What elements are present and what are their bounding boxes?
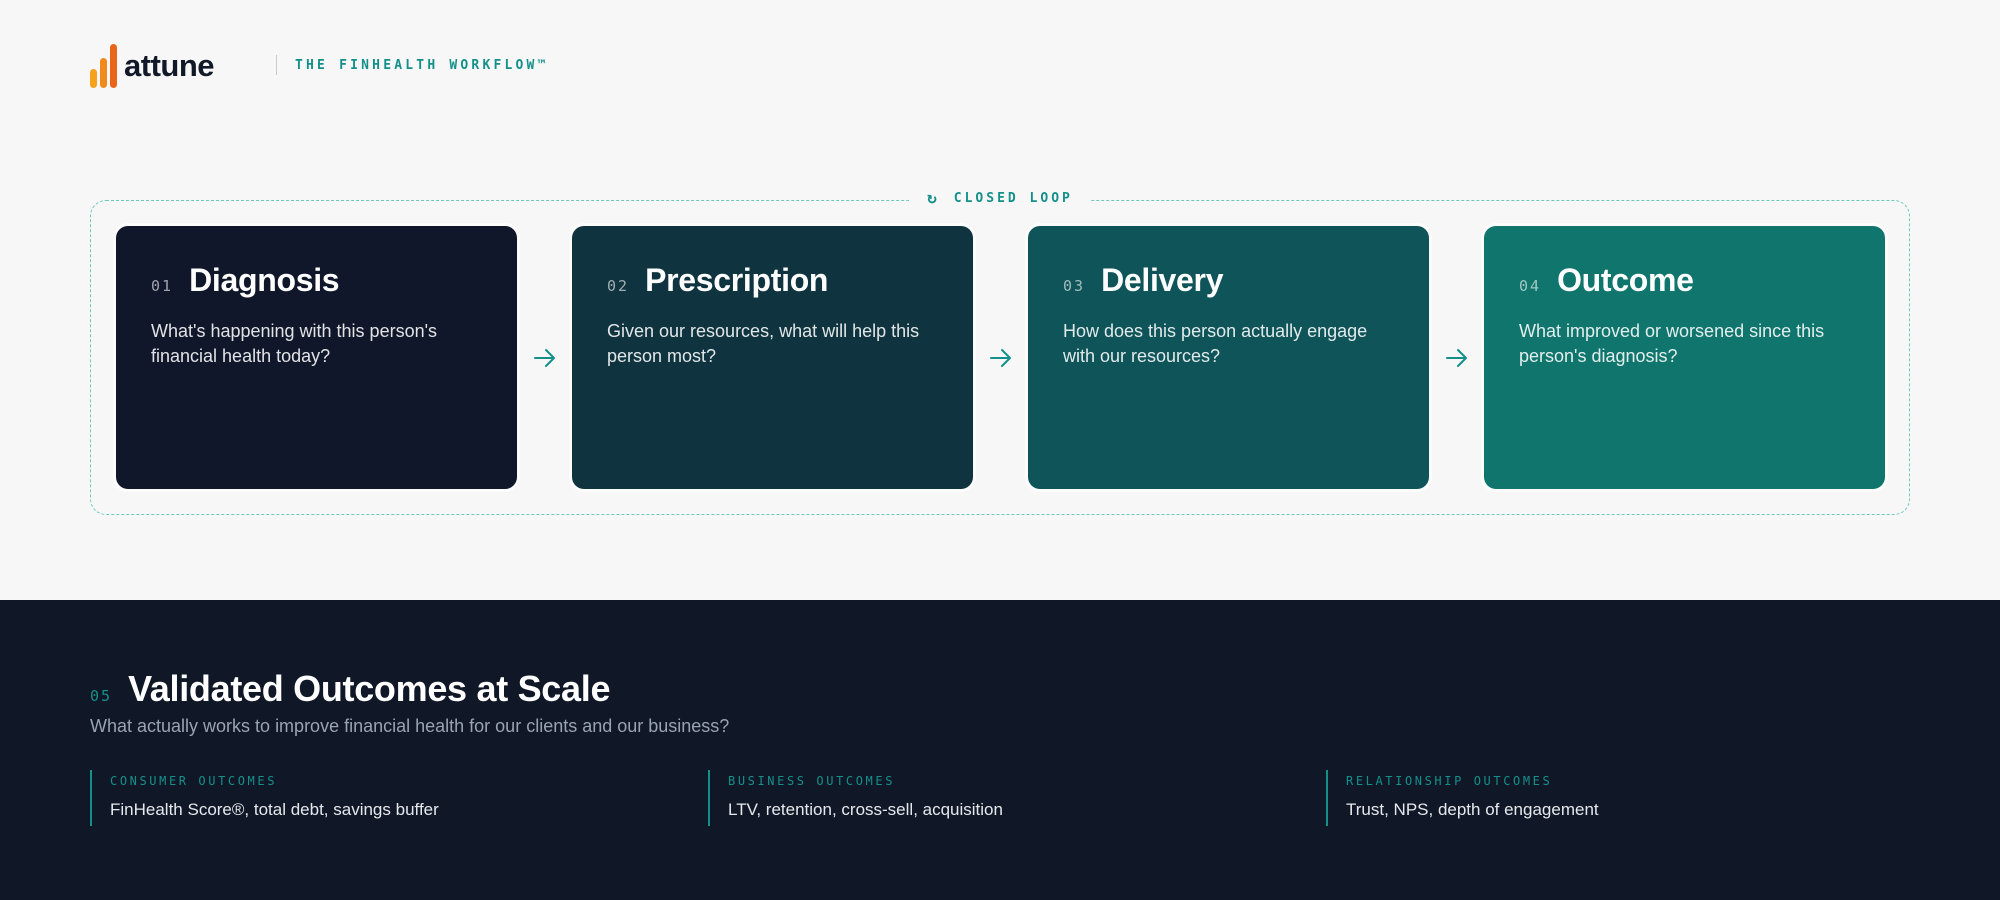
outcome-relationship: RELATIONSHIP OUTCOMES Trust, NPS, depth … (1326, 770, 1944, 826)
step-card-outcome[interactable]: 04 Outcome What improved or worsened sin… (1484, 226, 1885, 489)
arrow-right-icon (1429, 348, 1484, 368)
step-card-delivery[interactable]: 03 Delivery How does this person actuall… (1028, 226, 1429, 489)
section-subtitle: What actually works to improve financial… (90, 716, 730, 736)
outcome-consumer: CONSUMER OUTCOMES FinHealth Score®, tota… (90, 770, 708, 826)
outcome-label: RELATIONSHIP OUTCOMES (1346, 774, 1553, 788)
step-card-diagnosis[interactable]: 01 Diagnosis What's happening with this … (116, 226, 517, 489)
outcome-value: Trust, NPS, depth of engagement (1346, 800, 1599, 819)
arrow-right-icon (973, 348, 1028, 368)
closed-loop-frame: ↻ CLOSED LOOP 01 Diagnosis What's happen… (90, 190, 1910, 515)
section-number: 05 (90, 687, 113, 705)
arrow-right-icon (517, 348, 572, 368)
step-description: How does this person actually engage wit… (1063, 321, 1368, 366)
outcome-label: BUSINESS OUTCOMES (728, 774, 896, 788)
refresh-icon: ↻ (927, 188, 940, 207)
step-number: 04 (1519, 277, 1542, 295)
step-title: Outcome (1557, 262, 1694, 298)
brand-logo[interactable]: attune (90, 40, 215, 90)
step-description: What improved or worsened since this per… (1519, 321, 1825, 366)
workflow-steps: 01 Diagnosis What's happening with this … (116, 226, 1885, 489)
step-description: Given our resources, what will help this… (607, 321, 920, 366)
brand-name: attune (124, 47, 215, 83)
step-title: Delivery (1101, 262, 1224, 298)
outcome-value: FinHealth Score®, total debt, savings bu… (110, 800, 439, 819)
step-description: What's happening with this person's fina… (151, 321, 438, 366)
step-card-prescription[interactable]: 02 Prescription Given our resources, wha… (572, 226, 973, 489)
outcome-list: CONSUMER OUTCOMES FinHealth Score®, tota… (90, 770, 1944, 826)
outcome-business: BUSINESS OUTCOMES LTV, retention, cross-… (708, 770, 1326, 826)
step-title: Prescription (645, 262, 829, 298)
header-divider (276, 55, 277, 75)
step-number: 02 (607, 277, 630, 295)
header-tagline: THE FINHEALTH WORKFLOW™ (295, 57, 549, 73)
validated-outcomes-section: 05 Validated Outcomes at Scale What actu… (0, 600, 2000, 900)
step-title: Diagnosis (189, 262, 340, 298)
closed-loop-text: CLOSED LOOP (953, 190, 1073, 206)
bar-chart-icon (90, 44, 117, 88)
outcome-label: CONSUMER OUTCOMES (110, 774, 278, 788)
step-number: 01 (151, 277, 174, 295)
section-title: Validated Outcomes at Scale (128, 668, 611, 709)
closed-loop-label: ↻ CLOSED LOOP (909, 190, 1091, 206)
header: attune THE FINHEALTH WORKFLOW™ (90, 40, 549, 90)
step-number: 03 (1063, 277, 1086, 295)
outcome-value: LTV, retention, cross-sell, acquisition (728, 800, 1003, 819)
